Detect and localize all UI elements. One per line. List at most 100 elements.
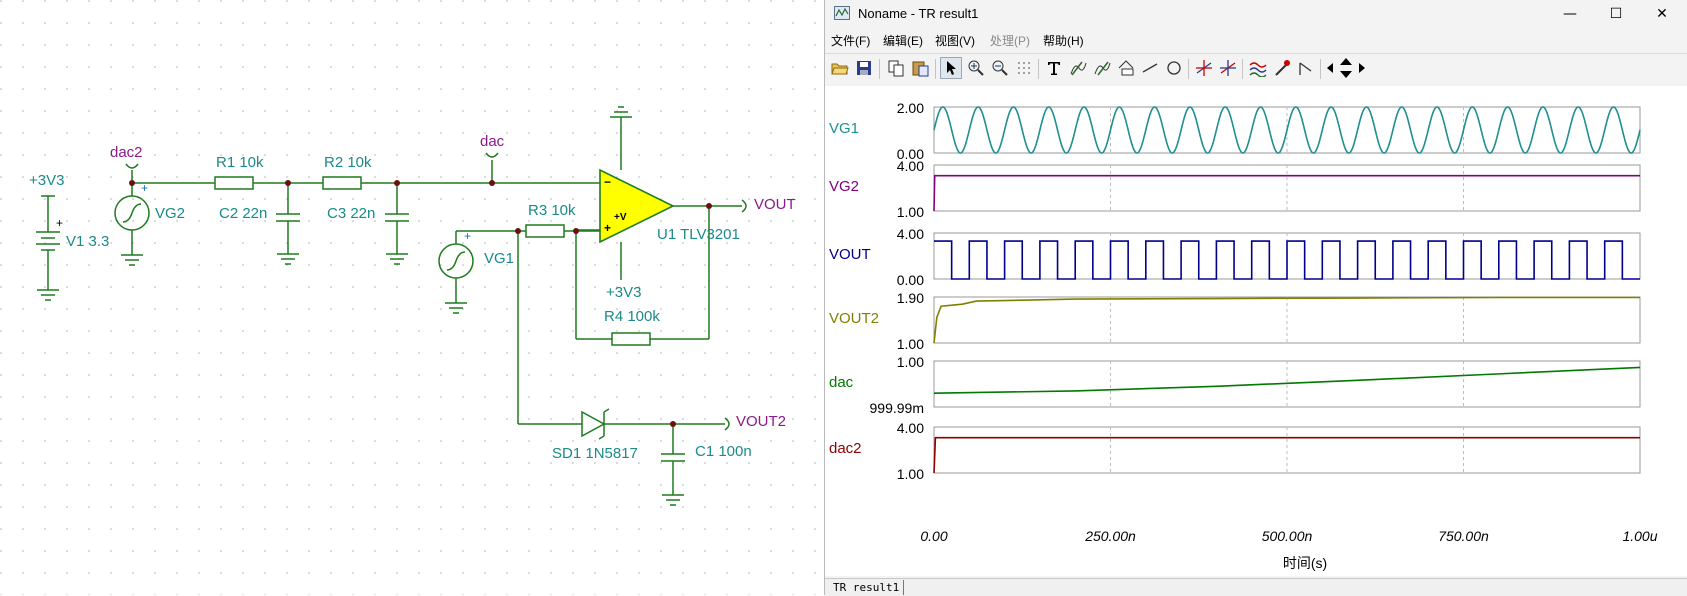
x-tick-label: 750.00n (1438, 528, 1489, 544)
arrow-updown-icon (1340, 58, 1352, 78)
window-title: Noname - TR result1 (858, 6, 979, 21)
series-name-vg2: VG2 (829, 178, 859, 195)
series-name-vg1: VG1 (829, 120, 859, 137)
series-name-dac: dac (829, 374, 854, 391)
label-r4: R4 100k (604, 308, 660, 325)
grid-button[interactable] (1013, 57, 1035, 79)
y-tick-top-vg1: 2.00 (897, 100, 924, 116)
source-vg2 (114, 163, 150, 266)
copy-button[interactable] (885, 57, 907, 79)
app-icon (834, 6, 850, 20)
label-dac-pin: dac (480, 133, 505, 150)
series-line-vg2 (933, 174, 1640, 212)
zoom-out-button[interactable] (989, 57, 1011, 79)
toolbar-separator (1320, 59, 1321, 79)
toolbar-separator (879, 59, 880, 79)
trace-button[interactable] (1247, 57, 1269, 79)
cursor-b-button[interactable] (1091, 57, 1113, 79)
series-name-dac2: dac2 (829, 440, 862, 457)
series-name-vout2: VOUT2 (829, 310, 879, 327)
series-name-vout: VOUT (829, 246, 871, 263)
circle-icon (1167, 61, 1181, 75)
line-button[interactable] (1139, 57, 1161, 79)
open-button[interactable] (829, 57, 851, 79)
marker-a-button[interactable] (1193, 57, 1215, 79)
grid-icon (1018, 62, 1030, 74)
tr-result-window[interactable]: Noname - TR result1 — ☐ ✕ 文件(F) 编辑(E) 视图… (824, 0, 1687, 596)
label-r2: R2 10k (324, 154, 372, 171)
circle-button[interactable] (1163, 57, 1185, 79)
result-tab[interactable]: TR result1 (829, 580, 905, 595)
line-icon (1142, 63, 1158, 73)
y-tick-top-dac2: 4.00 (897, 420, 924, 436)
probe-button[interactable] (1271, 57, 1293, 79)
zoom-in-icon (968, 60, 984, 76)
x-axis-label: 时间(s) (1283, 555, 1327, 571)
label-v1: V1 3.3 (66, 233, 110, 250)
text-icon (1048, 62, 1060, 75)
schematic-canvas[interactable]: +3V3 + V1 3.3 dac2 + VG2 R1 10k R2 10k C… (0, 0, 824, 595)
zoom-in-button[interactable] (965, 57, 987, 79)
marker-b-button[interactable] (1217, 57, 1239, 79)
menu-edit[interactable]: 编辑(E) (883, 34, 923, 48)
arrow-right-icon (1359, 63, 1365, 73)
plus-sign-opamp: + (604, 221, 612, 235)
x-tick-label: 1.00u (1622, 528, 1657, 544)
marker-a-icon (1196, 60, 1212, 76)
label-sd1: SD1 1N5817 (552, 445, 638, 462)
title-bar[interactable]: Noname - TR result1 — ☐ ✕ (825, 0, 1687, 28)
series-line-dac (933, 366, 1641, 394)
pointer-icon (947, 61, 956, 75)
label-opamp-v: +V (614, 212, 627, 223)
y-tick-bottom-vout2: 1.00 (897, 336, 924, 352)
menu-bar: 文件(F) 编辑(E) 视图(V) 处理(P) 帮助(H) (825, 29, 1687, 51)
plus-sign-v1: + (56, 216, 64, 230)
flag-icon (1299, 62, 1312, 75)
cursor-a-button[interactable] (1067, 57, 1089, 79)
series-line-dac2 (933, 436, 1640, 474)
label-c3: C3 22n (327, 205, 376, 222)
menu-view[interactable]: 视图(V) (935, 34, 975, 48)
y-tick-top-dac: 1.00 (897, 354, 924, 370)
save-button[interactable] (853, 57, 875, 79)
label-3v3-bottom: +3V3 (606, 284, 642, 301)
maximize-icon: ☐ (1609, 6, 1623, 22)
close-button[interactable]: ✕ (1639, 0, 1685, 28)
paste-icon (912, 61, 929, 77)
scroll-updown-button[interactable] (1337, 57, 1355, 79)
y-tick-bottom-vout: 0.00 (897, 272, 924, 288)
source-vg1 (438, 231, 474, 314)
menu-file[interactable]: 文件(F) (831, 34, 871, 48)
pointer-button[interactable] (940, 57, 962, 79)
text-button[interactable] (1043, 57, 1065, 79)
copy-icon (888, 60, 904, 77)
battery-v1 (36, 195, 60, 301)
marker-b-icon (1220, 60, 1236, 76)
zoom-out-icon (992, 60, 1008, 76)
y-tick-top-vout2: 1.90 (897, 290, 924, 306)
series-line-vout (934, 240, 1640, 280)
x-tick-label: 0.00 (920, 528, 947, 544)
label-vg2: VG2 (155, 205, 186, 222)
capacitor-c1 (661, 424, 685, 506)
plus-sign-vg1: + (464, 229, 472, 243)
scroll-right-button[interactable] (1355, 57, 1369, 79)
annotation-button[interactable] (1115, 57, 1137, 79)
label-r1: R1 10k (216, 154, 264, 171)
paste-button[interactable] (909, 57, 931, 79)
cursor-b-icon (1094, 61, 1111, 76)
waveform-chart[interactable]: VG12.000.00VG24.001.00VOUT4.000.00VOUT21… (825, 86, 1687, 576)
schematic-drawing[interactable] (0, 0, 824, 595)
menu-help[interactable]: 帮助(H) (1043, 34, 1084, 48)
menu-process: 处理(P) (990, 34, 1030, 48)
x-tick-label: 250.00n (1084, 528, 1136, 544)
toolbar (825, 53, 1687, 87)
cursor-a-icon (1070, 61, 1087, 76)
scroll-left-button[interactable] (1323, 57, 1337, 79)
maximize-button[interactable]: ☐ (1593, 0, 1639, 28)
flag-button[interactable] (1295, 57, 1317, 79)
label-u1: U1 TLV3201 (657, 226, 740, 243)
minus-sign-opamp: − (604, 175, 612, 189)
minimize-button[interactable]: — (1547, 0, 1593, 28)
